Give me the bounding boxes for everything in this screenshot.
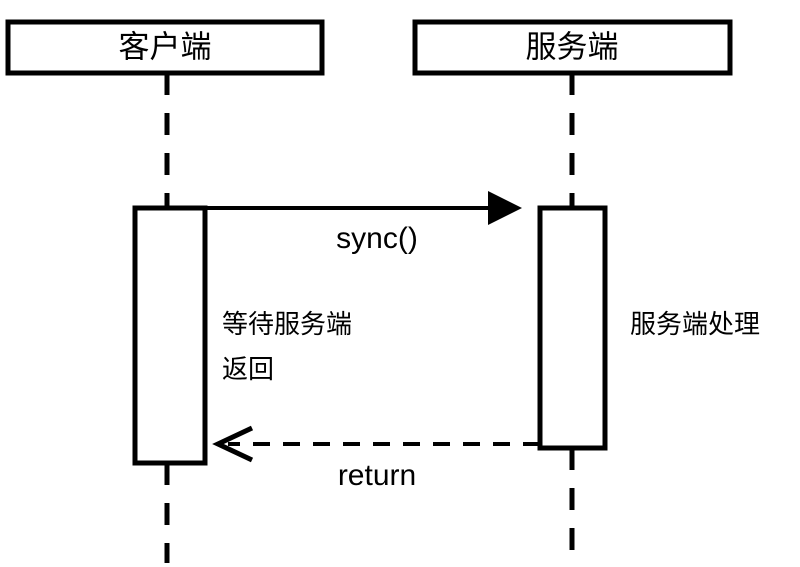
activation-bar-client[interactable] (132, 205, 208, 466)
return-message-label: return (338, 459, 416, 492)
return-message-arrowhead-icon (212, 425, 254, 463)
participant-label-client: 客户端 (119, 30, 212, 66)
participant-box-client[interactable] (5, 19, 325, 76)
client-note-line-2: 返回 (222, 355, 274, 385)
server-note-line-1: 服务端处理 (630, 310, 760, 340)
participant-box-server[interactable] (412, 19, 733, 76)
client-note-line-1: 等待服务端 (222, 310, 352, 340)
participant-label-server: 服务端 (526, 30, 619, 66)
sync-message-arrowhead-icon (488, 191, 522, 225)
sync-message-label: sync() (336, 222, 418, 255)
activation-bar-server[interactable] (537, 205, 608, 451)
